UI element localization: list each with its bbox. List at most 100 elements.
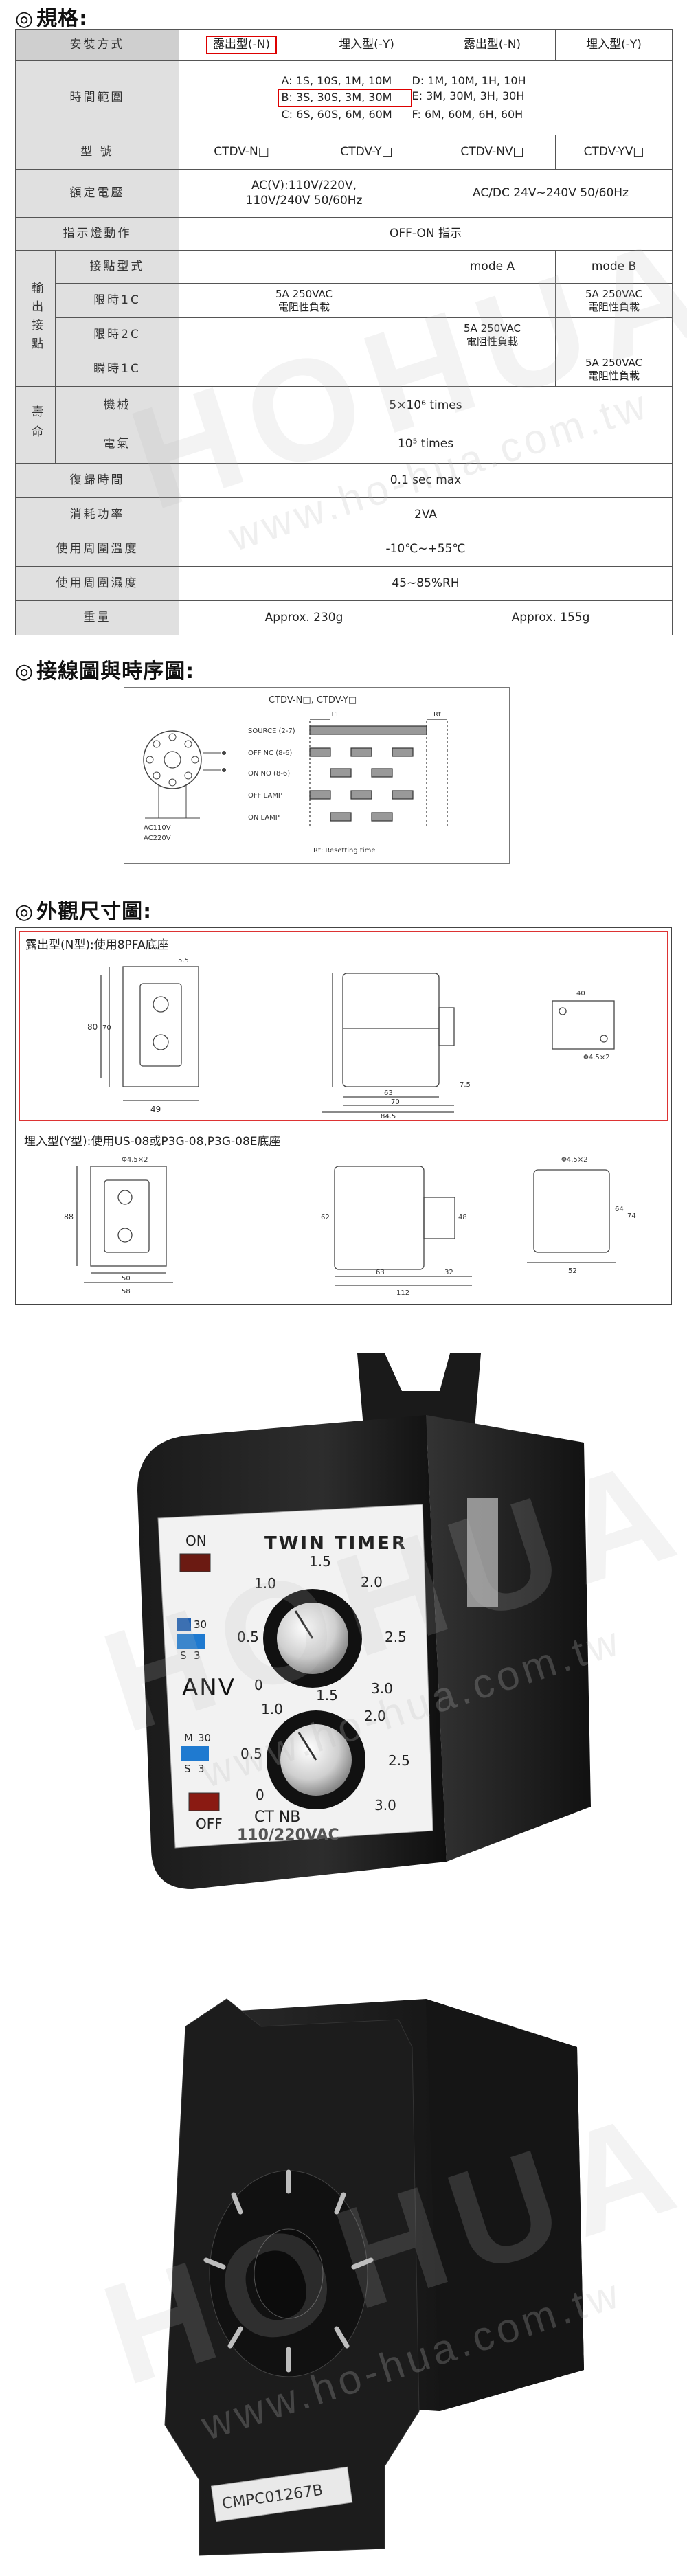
dimension-drawings: 露出型(N型):使用8PFA底座 49 — [15, 927, 672, 1305]
instant-1c-row: 瞬時1C 5A 250VAC 電阻性負載 — [16, 352, 673, 387]
socket-key — [254, 2228, 324, 2319]
timing-on-lamp-label: ON LAMP — [248, 814, 280, 822]
y-type-drawing: 埋入型(Y型):使用US-08或P3G-08,P3G-08E底座 Φ4.5×2 … — [19, 1129, 668, 1300]
twin-timer-title: TWIN TIMER — [264, 1533, 407, 1554]
power-value: 2VA — [179, 497, 673, 532]
n-dim-h70: 70 — [102, 1024, 111, 1032]
svg-text:1.0: 1.0 — [254, 1575, 276, 1592]
dial-1[interactable]: 1.0 1.5 2.0 0.5 2.5 0 3.0 — [237, 1553, 407, 1697]
wiring-diagram-svg: CTDV-N□, CTDV-Y□ AC110V AC220V SOURCE (2… — [143, 695, 448, 855]
sw2-3: 3 — [198, 1763, 205, 1775]
n-dim-w49: 49 — [150, 1105, 161, 1114]
timing-on-no-label: ON NO (8-6) — [248, 770, 290, 778]
svg-text:1.5: 1.5 — [309, 1553, 331, 1570]
voltage-text: 110/220VAC — [237, 1827, 339, 1844]
weight-label: 重量 — [15, 600, 179, 635]
contact-type-label: 接點型式 — [55, 250, 179, 284]
ac110-label: AC110V — [144, 824, 171, 832]
svg-text:0: 0 — [256, 1787, 264, 1803]
limit-1c-value: 5A 250VAC 電阻性負載 — [179, 283, 429, 318]
svg-text:2.0: 2.0 — [361, 1574, 383, 1590]
n-type-caption: 露出型(N型):使用8PFA底座 — [25, 938, 169, 952]
embedded-y2-header: 埋入型(-Y) — [555, 29, 673, 61]
install-method-label: 安裝方式 — [15, 29, 179, 61]
sw2-m: M — [184, 1732, 193, 1744]
dip-switch-2[interactable]: M 30 S 3 — [181, 1732, 211, 1775]
reset-time-label: 復歸時間 — [15, 463, 179, 498]
life-elec-label: 電氣 — [55, 425, 179, 464]
time-range-row: 時間範圍 A: 1S, 10S, 1M, 10M D: 1M, 10M, 1H,… — [15, 60, 673, 135]
model-y: CTDV-Y□ — [304, 135, 429, 170]
svg-text:3.0: 3.0 — [374, 1797, 396, 1814]
sw1-30: 30 — [194, 1618, 207, 1631]
y-dim-hole-right: Φ4.5×2 — [561, 1156, 588, 1164]
mode-b: mode B — [555, 250, 673, 284]
dip-switch-1[interactable]: M 30 S 3 — [177, 1618, 207, 1662]
time-range-values: A: 1S, 10S, 1M, 10M D: 1M, 10M, 1H, 10H … — [179, 60, 673, 135]
limit-2c-label: 限時2C — [55, 317, 179, 352]
y-dim-48: 48 — [458, 1214, 467, 1221]
n-dim-hole: Φ4.5×2 — [583, 1054, 610, 1061]
on-label: ON — [185, 1533, 207, 1549]
spec-table: 安裝方式 露出型(-N) 埋入型(-Y) 露出型(-N) 埋入型(-Y) 時間範… — [15, 29, 673, 635]
y-dim-w58: 58 — [122, 1288, 131, 1296]
instant-1c-label: 瞬時1C — [55, 352, 179, 387]
n-dim-h80: 80 — [87, 1022, 98, 1032]
svg-text:2.0: 2.0 — [364, 1708, 386, 1724]
timing-off-nc-label: OFF NC (8-6) — [248, 749, 292, 757]
n-dim-40: 40 — [576, 990, 585, 997]
output-group-label: 輸出接點 — [15, 250, 56, 387]
dial-2[interactable]: 1.0 1.5 2.0 0.5 2.5 0 3.0 — [240, 1687, 410, 1814]
weight-left-value: Approx. 230g — [179, 600, 429, 635]
ambient-humidity-row: 使用周圍濕度 45~85%RH — [15, 566, 673, 601]
svg-text:0.5: 0.5 — [240, 1745, 262, 1762]
y-dim-52: 52 — [568, 1267, 577, 1275]
weight-row: 重量 Approx. 230g Approx. 155g — [15, 600, 673, 635]
limit-2c-row: 限時2C 5A 250VAC 電阻性負載 — [16, 317, 673, 352]
timing-off-lamp-label: OFF LAMP — [248, 792, 282, 800]
n-dim-84-5: 84.5 — [381, 1113, 396, 1120]
y-type-svg: Φ4.5×2 88 50 58 63 32 112 62 48 Φ4.5×2 5… — [64, 1156, 636, 1297]
reset-note: Rt: Resetting time — [313, 847, 376, 855]
y-dim-hole-left: Φ4.5×2 — [122, 1156, 148, 1164]
wiring-diagram: CTDV-N□, CTDV-Y□ AC110V AC220V SOURCE (2… — [124, 687, 510, 864]
rated-voltage-ac: AC(V):110V/220V, 110V/240V 50/60Hz — [179, 169, 429, 218]
y-dim-74: 74 — [627, 1212, 636, 1220]
ambient-temp-value: -10℃~+55℃ — [179, 532, 673, 567]
ac220-label: AC220V — [144, 835, 171, 842]
svg-text:3.0: 3.0 — [371, 1680, 393, 1697]
svg-text:1.5: 1.5 — [316, 1687, 338, 1704]
indicator-row: 指示燈動作 OFF-ON 指示 — [15, 217, 673, 251]
timing-rt-label: Rt — [433, 711, 441, 719]
pinout-socket — [143, 730, 226, 819]
sw1-s: S — [180, 1649, 187, 1662]
ambient-temp-label: 使用周圍溫度 — [15, 532, 179, 567]
spec-section-title: ◎規格: — [15, 7, 89, 31]
y-dim-h88: 88 — [64, 1212, 74, 1221]
mode-a: mode A — [429, 250, 556, 284]
n-dim-5-5: 5.5 — [178, 957, 189, 964]
timing-t1-label: T1 — [330, 711, 339, 719]
sw1-3: 3 — [194, 1649, 201, 1662]
svg-text:0.5: 0.5 — [237, 1629, 259, 1645]
model-label: 型 號 — [15, 135, 179, 170]
sw2-s: S — [184, 1763, 191, 1775]
wiring-models-text: CTDV-N□, CTDV-Y□ — [269, 695, 357, 705]
timing-source-label: SOURCE (2-7) — [248, 727, 295, 735]
life-group-label: 壽命 — [15, 386, 56, 464]
indicator-label: 指示燈動作 — [15, 217, 179, 251]
rated-voltage-row: 額定電壓 AC(V):110V/220V, 110V/240V 50/60Hz … — [15, 169, 673, 218]
n-dim-70: 70 — [391, 1098, 400, 1106]
contact-type-row: 輸出接點 接點型式 mode A mode B — [15, 250, 673, 387]
model-row: 型 號 CTDV-N□ CTDV-Y□ CTDV-NV□ CTDV-YV□ — [15, 135, 673, 170]
back-side — [426, 1999, 584, 2411]
off-label: OFF — [196, 1816, 223, 1832]
back-label-sticker: CMPC01267B — [210, 2466, 353, 2522]
exposed-n-header: 露出型(-N) — [179, 29, 304, 61]
life-mech-label: 機械 — [55, 386, 179, 425]
y-dim-32: 32 — [444, 1269, 453, 1276]
connector-pins — [203, 2169, 374, 2373]
spec-header-row: 安裝方式 露出型(-N) 埋入型(-Y) 露出型(-N) 埋入型(-Y) — [15, 29, 673, 61]
reset-time-value: 0.1 sec max — [179, 463, 673, 498]
y-type-caption: 埋入型(Y型):使用US-08或P3G-08,P3G-08E底座 — [24, 1135, 281, 1149]
